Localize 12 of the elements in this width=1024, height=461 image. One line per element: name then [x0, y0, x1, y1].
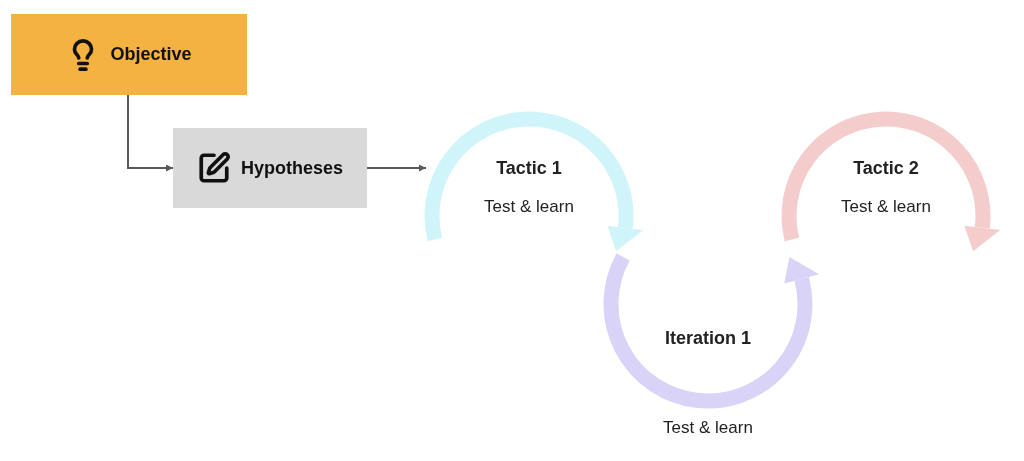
arrow	[366, 164, 427, 172]
cycle-title: Tactic 2	[852, 157, 920, 179]
cycle-subtitle: Test & learn	[840, 197, 932, 217]
process-box	[11, 14, 247, 95]
cycle-title: Tactic 1	[495, 157, 563, 179]
process-box	[173, 128, 367, 208]
box-label: Objective	[110, 44, 192, 65]
cycle-subtitle: Test & learn	[483, 197, 575, 217]
box-label: Hypotheses	[240, 157, 343, 179]
arrow	[127, 94, 174, 172]
cycle-title: Iteration 1	[664, 327, 752, 349]
cycle-subtitle: Test & learn	[662, 418, 754, 438]
